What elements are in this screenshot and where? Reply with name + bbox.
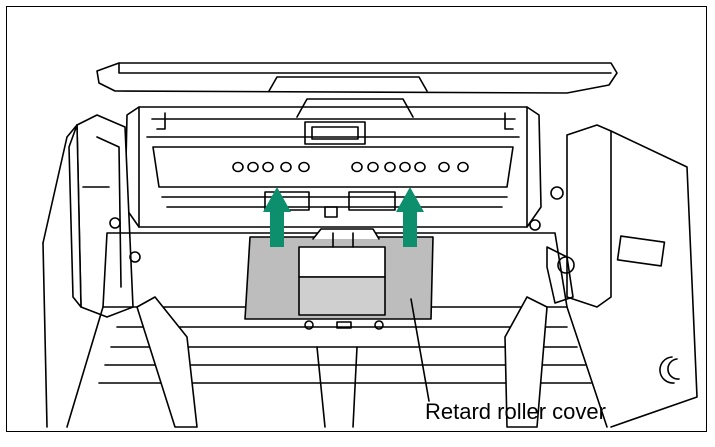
roller-holes (232, 161, 469, 173)
left-side-panel (68, 114, 141, 318)
feed-tray (42, 124, 608, 428)
up-arrow-icon (263, 187, 291, 247)
figure-frame: Retard roller cover (6, 6, 707, 432)
scanner-illustration (42, 62, 698, 428)
callout-leader-line (410, 298, 430, 402)
scanner-lid (96, 62, 618, 94)
up-arrow-icon (396, 187, 424, 247)
upper-feed-frame (124, 98, 542, 228)
retard-roller-cover-label: Retard roller cover (425, 399, 606, 424)
right-side-panel (529, 124, 698, 428)
retard-roller-cover (244, 228, 434, 320)
